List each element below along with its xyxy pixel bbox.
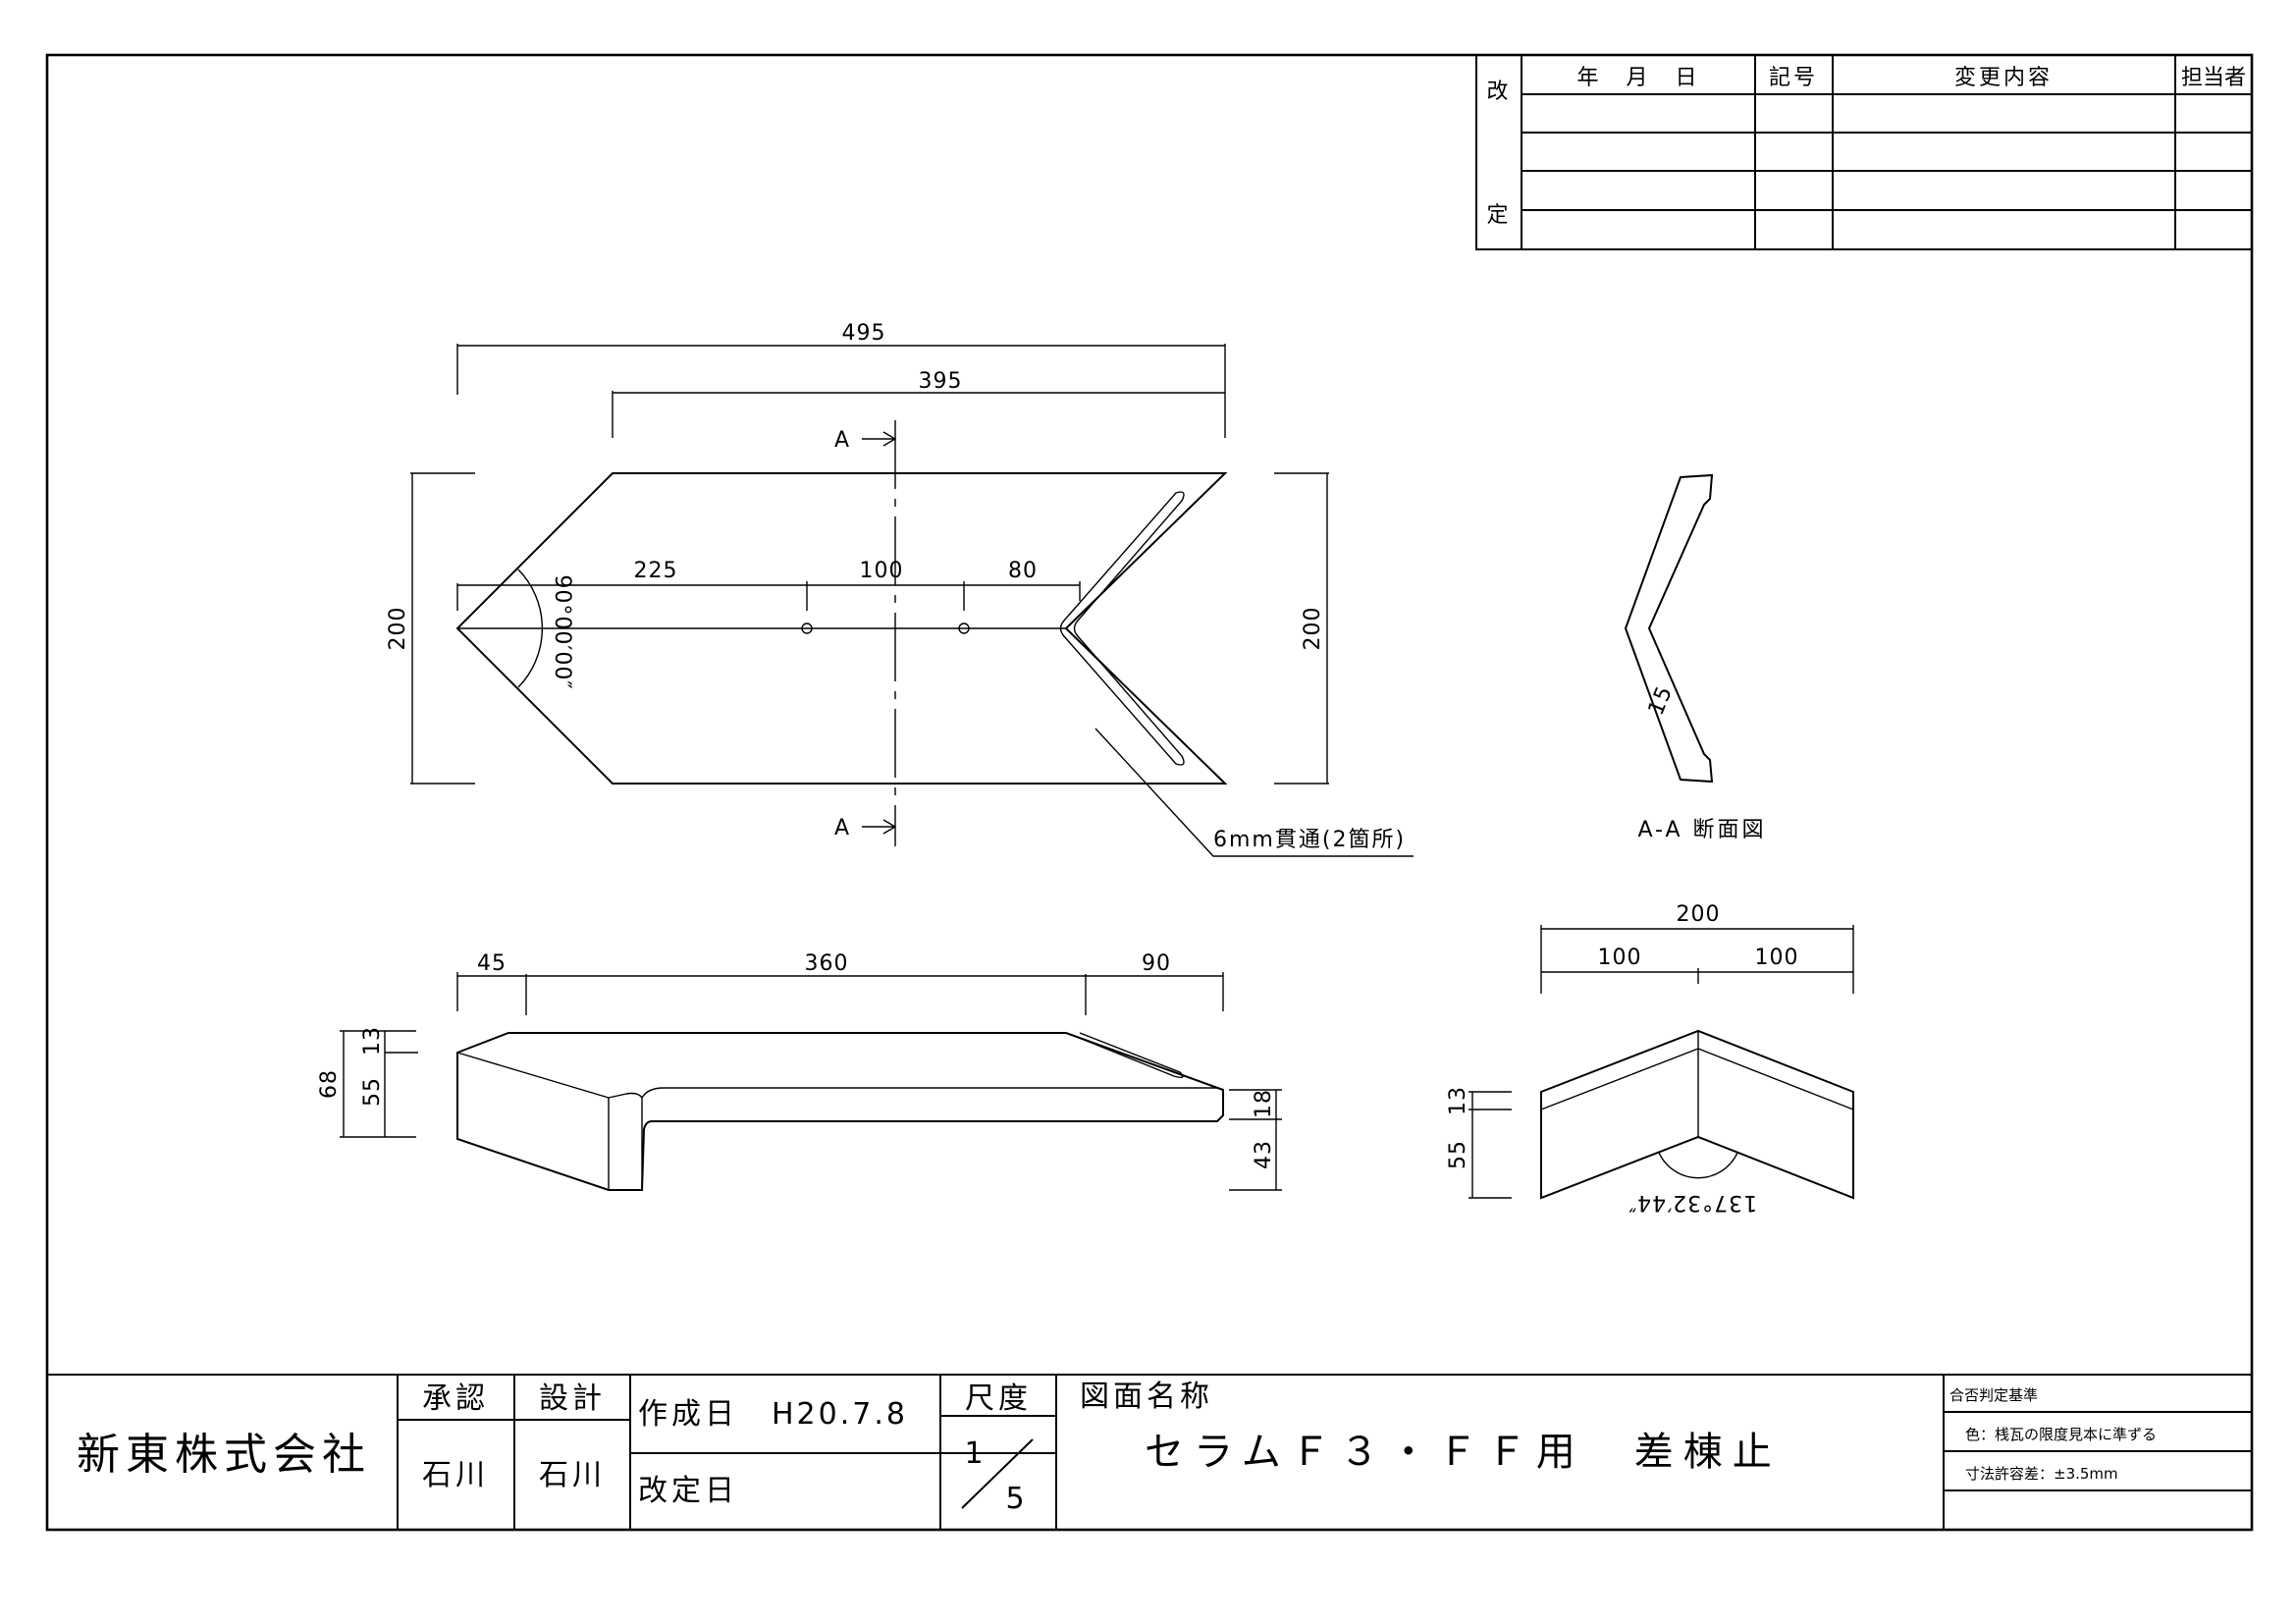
- revision-side-top: 改: [1486, 80, 1511, 104]
- revised-label: 改定日: [638, 1474, 738, 1508]
- revision-col-date: 年 月 日: [1576, 66, 1699, 90]
- created-date: H20.7.8: [772, 1397, 908, 1432]
- dim-225: 225: [634, 559, 678, 583]
- revision-table: 改 定 年 月 日 記号 変更内容 担当者: [1475, 54, 2253, 250]
- criteria-tolerance: 寸法許容差：±3.5mm: [1965, 1465, 2118, 1483]
- plan-hole-2: [958, 623, 970, 634]
- end-dim-100-right: 100: [1755, 946, 1799, 970]
- dim-45: 45: [477, 951, 507, 976]
- dim-100: 100: [860, 559, 904, 583]
- designer-name: 石川: [539, 1458, 606, 1492]
- scale-numerator: 1: [964, 1436, 987, 1471]
- title-block: 新東株式会社 承認 設計 石川 石川 作成日 H20.7.8 改定日 尺度 1 …: [47, 1374, 2252, 1530]
- end-view: 200 100 100 13 55 137°32′44″: [1446, 902, 1854, 1215]
- end-dim-55: 55: [1446, 1140, 1470, 1169]
- plan-hole-1: [801, 623, 813, 634]
- dim-80: 80: [1008, 559, 1038, 583]
- dim-68: 68: [317, 1069, 342, 1099]
- created-label: 作成日: [638, 1397, 738, 1432]
- end-outline: [1540, 1029, 1854, 1200]
- scale-denominator: 5: [1005, 1482, 1028, 1516]
- dim-43: 43: [1252, 1140, 1276, 1169]
- approver-name: 石川: [422, 1458, 489, 1492]
- section-label: A-A 断面図: [1637, 818, 1766, 842]
- revision-col-content: 変更内容: [1954, 66, 2053, 90]
- dim-55-side: 55: [360, 1077, 385, 1107]
- section-view: 15 A-A 断面図: [1624, 473, 1766, 842]
- revision-col-mark: 記号: [1769, 66, 1818, 90]
- section-thickness: 15: [1644, 682, 1678, 719]
- approve-label: 承認: [422, 1381, 489, 1416]
- plan-angle: 90°00′00″: [550, 574, 574, 689]
- revision-col-person: 担当者: [2181, 66, 2246, 90]
- side-view: 45 360 90 68 13 55 18 43: [317, 951, 1282, 1191]
- dim-360: 360: [805, 951, 849, 976]
- end-angle: 137°32′44″: [1628, 1190, 1757, 1215]
- plan-slot: [1059, 491, 1185, 766]
- scale-label: 尺度: [965, 1381, 1032, 1416]
- dim-13-side: 13: [360, 1026, 385, 1056]
- hole-note: 6mm貫通(2箇所): [1213, 828, 1406, 852]
- plan-view: A A 495 395 225 100 80 200 200 90°00′0: [386, 321, 1414, 857]
- dim-200-right: 200: [1301, 607, 1325, 651]
- end-dim-200: 200: [1677, 902, 1721, 927]
- end-dim-13: 13: [1446, 1086, 1470, 1115]
- dim-18: 18: [1252, 1089, 1276, 1118]
- end-dim-100-left: 100: [1598, 946, 1642, 970]
- dim-495: 495: [842, 321, 886, 346]
- section-outline: [1624, 473, 1714, 784]
- sheet-border: [45, 53, 2254, 1532]
- drawing-name-label: 図面名称: [1080, 1380, 1213, 1414]
- design-label: 設計: [539, 1381, 606, 1416]
- criteria-color: 色：桟瓦の限度見本に準ずる: [1965, 1426, 2157, 1443]
- dim-200-left: 200: [386, 607, 410, 651]
- dim-90: 90: [1142, 951, 1171, 976]
- section-mark-top: A: [834, 428, 850, 453]
- side-outline: [456, 1032, 1224, 1191]
- company-name: 新東株式会社: [77, 1430, 371, 1480]
- drawing-name: セラムＦ３・ＦＦ用 差棟止: [1145, 1430, 1782, 1475]
- revision-side-bottom: 定: [1486, 203, 1511, 228]
- criteria-title: 合否判定基準: [1949, 1386, 2038, 1404]
- dim-395: 395: [919, 369, 963, 394]
- section-mark-bottom: A: [834, 816, 850, 840]
